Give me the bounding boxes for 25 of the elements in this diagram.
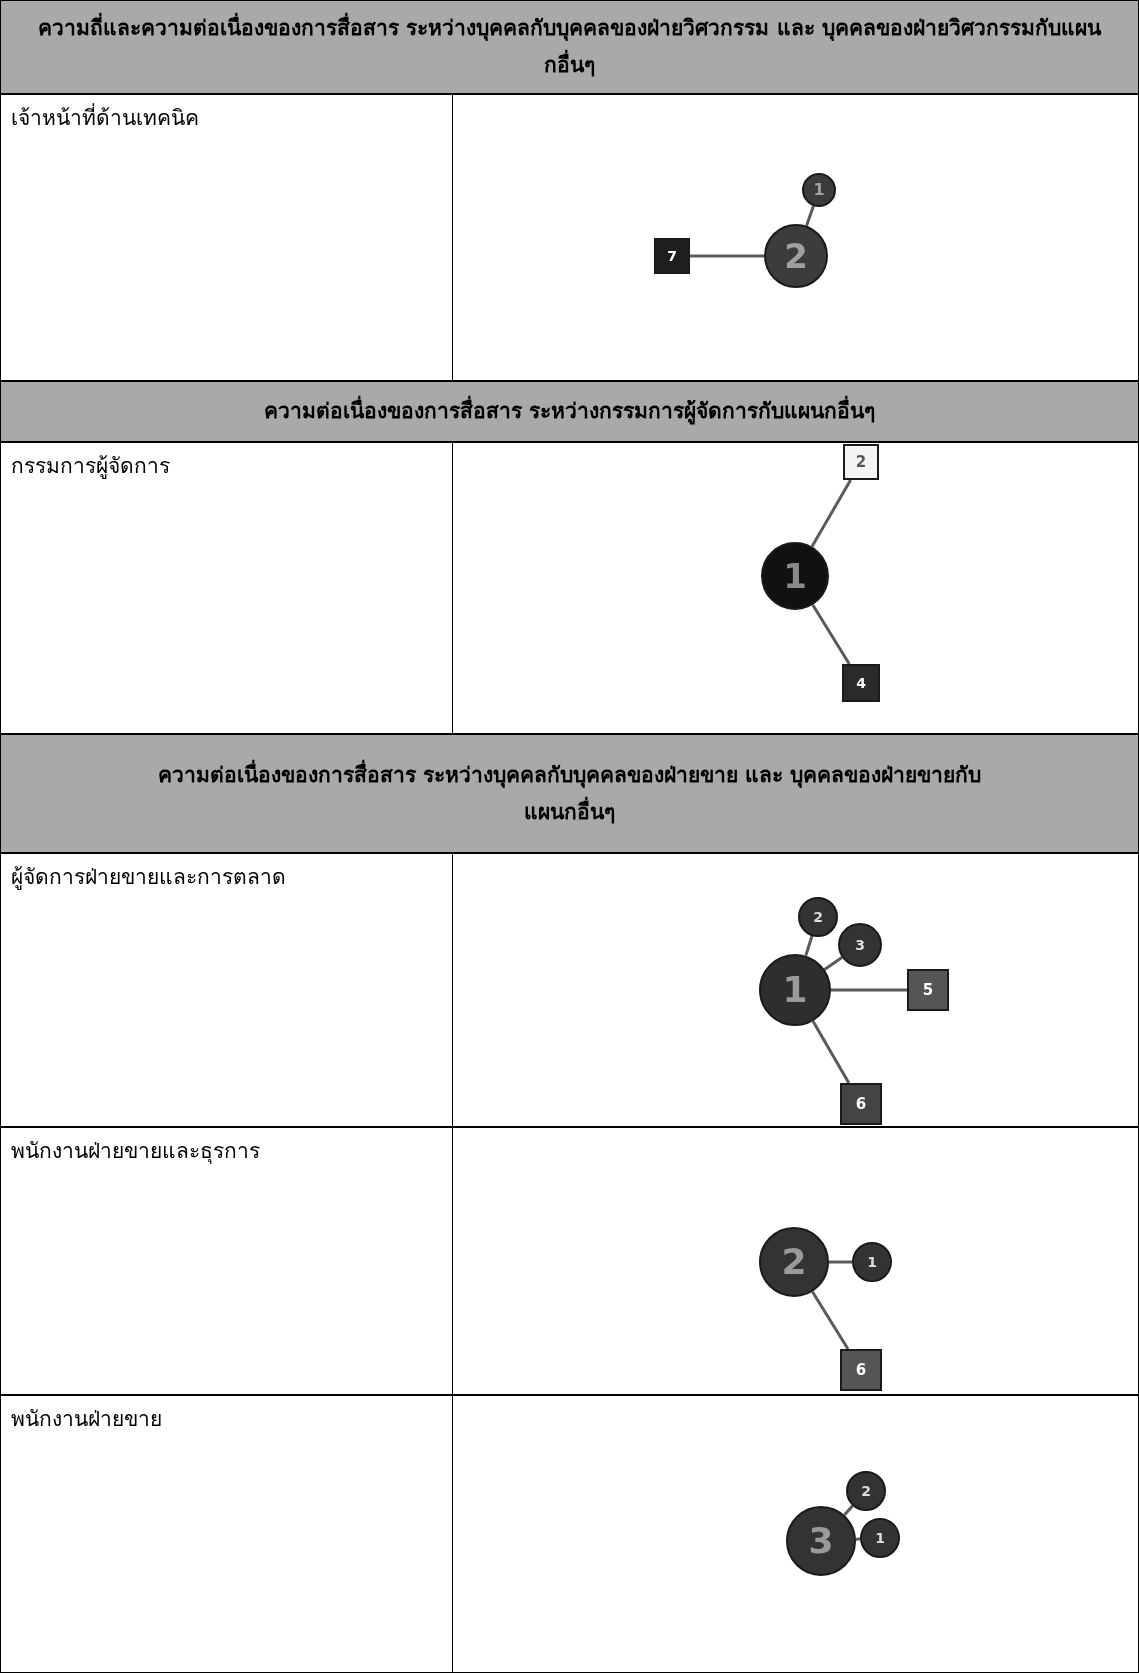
connector-line [831,988,907,992]
connector-line [855,1537,861,1541]
connector-line [690,254,764,258]
connector-line [829,1260,852,1264]
node-square: 7 [654,238,690,274]
node-square: 6 [840,1349,882,1391]
connector-line [811,1290,850,1350]
section-heading: ความถี่และความต่อเนื่องของการสื่อสาร ระหว่างบุคคลกับบุคคลของฝ่ายวิศวกรรม และ บุคคลของฝ่ายวิศวกรรมกับแผนกอื่นๆ [25,10,1114,84]
connector-line [804,935,814,957]
row-label-cell: ผู้จัดการฝ่ายขายและการตลาด [1,854,453,1126]
node-square: 6 [840,1083,882,1125]
connector-line [811,1020,851,1084]
connector-line [810,479,852,548]
row-label-cell: กรรมการผู้จัดการ [1,443,453,733]
connector-line [811,604,851,665]
node-square: 2 [843,444,879,480]
connector-line [823,956,843,971]
node-square: 5 [907,969,949,1011]
connector-line [805,205,815,227]
row-label-cell: เจ้าหน้าที่ด้านเทคนิค [1,95,453,380]
node-square: 4 [842,664,880,702]
section-heading: ความต่อเนื่องของการสื่อสาร ระหว่างบุคคลกับบุคคลของฝ่ายขาย และ บุคคลของฝ่ายขายกับแผนกอื่นๆ [156,758,983,826]
row-label-cell: พนักงานฝ่ายขาย [1,1396,453,1672]
section-heading: ความต่อเนื่องของการสื่อสาร ระหว่างกรรมการผู้จัดการกับแผนกอื่นๆ [263,393,876,430]
row-label-cell: พนักงานฝ่ายขายและธุรการ [1,1128,453,1394]
